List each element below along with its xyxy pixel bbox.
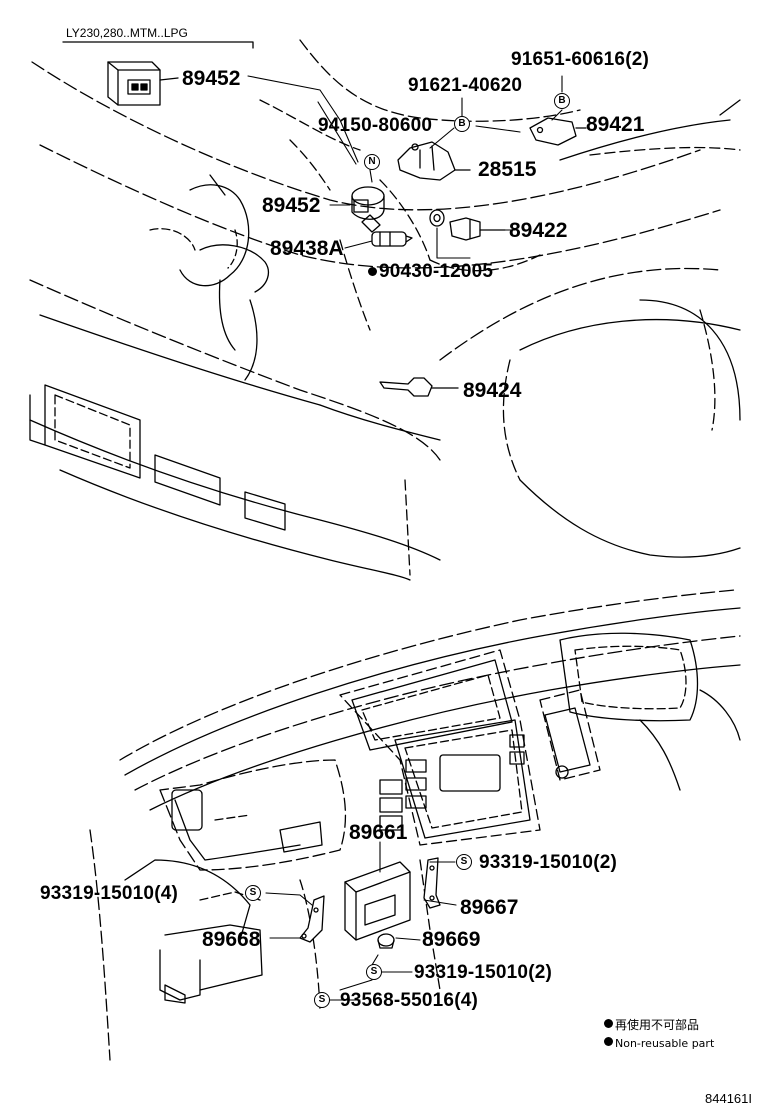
switch-89438A [371, 231, 413, 247]
part-label-93319-15010-right-1[interactable]: 93319-15010(2) [479, 852, 618, 873]
part-label-89669[interactable]: 89669 [422, 928, 481, 951]
legend-japanese: 再使用不可部品 [604, 1019, 699, 1031]
part-number-text: 90430-12005 [379, 261, 494, 282]
non-reusable-dot-icon [604, 1019, 613, 1028]
part-label-89438A[interactable]: 89438A [270, 237, 344, 260]
non-reusable-dot-icon [368, 267, 377, 276]
instrument-panel-outline [89, 589, 741, 1061]
marker-s-icon: S [366, 964, 382, 980]
front-body-outline [29, 39, 741, 581]
part-label-89424[interactable]: 89424 [463, 379, 522, 402]
upper-leader-lines [247, 75, 563, 259]
lower-leader-lines [265, 841, 457, 1001]
part-label-90430-12005[interactable]: 90430-12005 [368, 262, 493, 281]
header-note: LY230,280..MTM..LPG [66, 26, 188, 40]
part-89421 [529, 117, 587, 146]
part-label-93319-15010-right-2[interactable]: 93319-15010(2) [414, 962, 553, 983]
part-28515 [397, 141, 471, 181]
part-label-89421[interactable]: 89421 [586, 113, 645, 136]
marker-s-icon: S [245, 885, 261, 901]
part-label-89422[interactable]: 89422 [509, 219, 568, 242]
bracket-89667 [423, 857, 441, 909]
part-label-28515[interactable]: 28515 [478, 158, 537, 181]
part-label-94150-80600[interactable]: 94150-80600 [318, 115, 433, 136]
ecu-sensor-89452-top [107, 61, 179, 106]
part-label-93568-55016[interactable]: 93568-55016(4) [340, 990, 479, 1011]
ecu-89661 [344, 861, 411, 941]
sensor-89452-mid [351, 186, 385, 233]
non-reusable-dot-icon [604, 1037, 613, 1046]
part-label-89667[interactable]: 89667 [460, 896, 519, 919]
marker-b-icon: B [454, 116, 470, 132]
bracket-89668 [299, 895, 325, 943]
marker-b-icon: B [554, 93, 570, 109]
legend-text: 再使用不可部品 [615, 1018, 700, 1032]
part-label-91621-40620[interactable]: 91621-40620 [408, 75, 523, 96]
part-label-89668[interactable]: 89668 [202, 928, 261, 951]
part-label-93319-15010-left[interactable]: 93319-15010(4) [40, 883, 179, 904]
part-label-89661[interactable]: 89661 [349, 821, 408, 844]
part-89422 [429, 209, 506, 241]
part-89424 [379, 377, 459, 397]
part-label-89452-top[interactable]: 89452 [182, 67, 241, 90]
legend-text: Non-reusable part [615, 1037, 715, 1050]
diagram-code: 844161I [705, 1091, 752, 1106]
legend-english: Non-reusable part [604, 1037, 714, 1049]
part-89669 [377, 933, 395, 949]
marker-s-icon: S [314, 992, 330, 1008]
part-label-89452-mid[interactable]: 89452 [262, 194, 321, 217]
part-label-91651-60616[interactable]: 91651-60616(2) [511, 49, 650, 70]
marker-s-icon: S [456, 854, 472, 870]
marker-n-icon: N [364, 154, 380, 170]
